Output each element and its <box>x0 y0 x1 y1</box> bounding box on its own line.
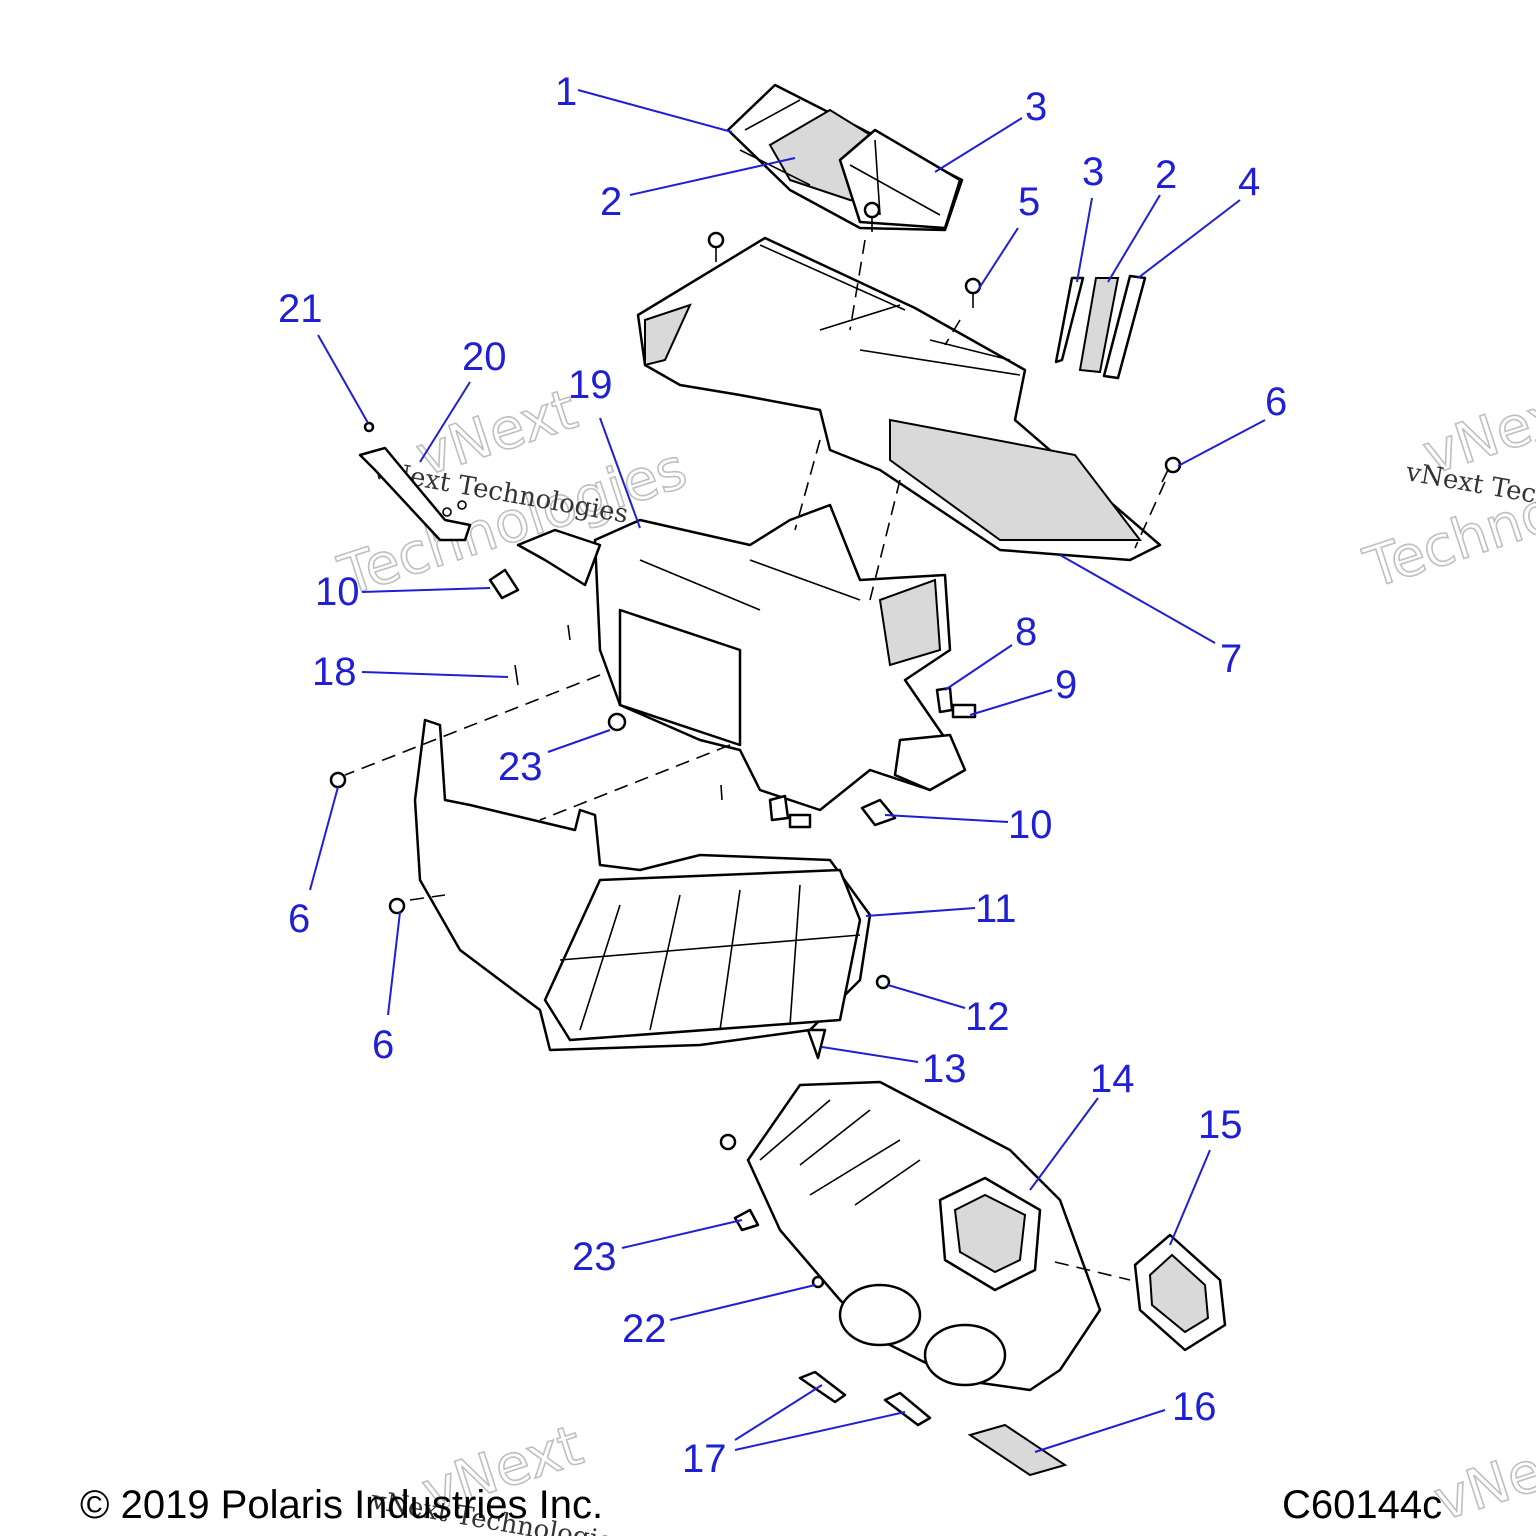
copyright-text: © 2019 Polaris Industries Inc. <box>80 1483 603 1527</box>
lower-duct <box>413 718 872 1052</box>
callout-6: 6 <box>288 897 310 941</box>
callout-7: 7 <box>1220 637 1242 681</box>
callout-6: 6 <box>372 1023 394 1067</box>
callout-9: 9 <box>1055 663 1077 707</box>
callout-5: 5 <box>1018 180 1040 224</box>
fasteners <box>329 201 1182 1289</box>
callout-14: 14 <box>1090 1057 1135 1101</box>
label-decal <box>967 1423 1068 1477</box>
callout-17: 17 <box>682 1437 727 1481</box>
callout-21: 21 <box>278 287 323 331</box>
callout-11: 11 <box>975 887 1017 931</box>
callout-8: 8 <box>1015 610 1037 654</box>
callout-3: 3 <box>1082 150 1104 194</box>
callout-labels: 1 2 3 3 2 4 5 21 20 19 6 7 10 8 18 9 23 … <box>278 70 1287 1481</box>
mid-intake-housing <box>516 503 967 812</box>
callout-4: 4 <box>1238 160 1260 204</box>
callout-22: 22 <box>622 1307 667 1351</box>
callout-10: 10 <box>315 570 360 614</box>
callout-18: 18 <box>312 650 357 694</box>
airbox <box>746 1080 1102 1392</box>
hose-clamps <box>798 1370 932 1427</box>
side-filter-set <box>1054 274 1147 380</box>
callout-13: 13 <box>922 1047 967 1091</box>
callout-1: 1 <box>555 70 577 114</box>
mount-bracket <box>358 446 472 542</box>
callout-23: 23 <box>572 1235 617 1279</box>
callout-15: 15 <box>1198 1103 1243 1147</box>
leader-lines <box>309 89 1266 1453</box>
callout-2: 2 <box>1155 153 1177 197</box>
callout-12: 12 <box>965 995 1010 1039</box>
intake-grille <box>726 83 964 232</box>
upper-intake-duct <box>636 236 1162 562</box>
callout-19: 19 <box>568 363 613 407</box>
figure-code: C60144c <box>1282 1483 1442 1527</box>
callout-2: 2 <box>600 180 622 224</box>
watermark-bottom-right: vNext <box>1427 1422 1536 1534</box>
gasket <box>1133 1233 1227 1352</box>
callout-3: 3 <box>1025 85 1047 129</box>
callout-20: 20 <box>462 335 507 379</box>
callout-23: 23 <box>498 745 543 789</box>
callout-6: 6 <box>1265 380 1287 424</box>
callout-10: 10 <box>1008 803 1053 847</box>
callout-16: 16 <box>1172 1385 1217 1429</box>
assembly-lines <box>344 239 1166 1281</box>
